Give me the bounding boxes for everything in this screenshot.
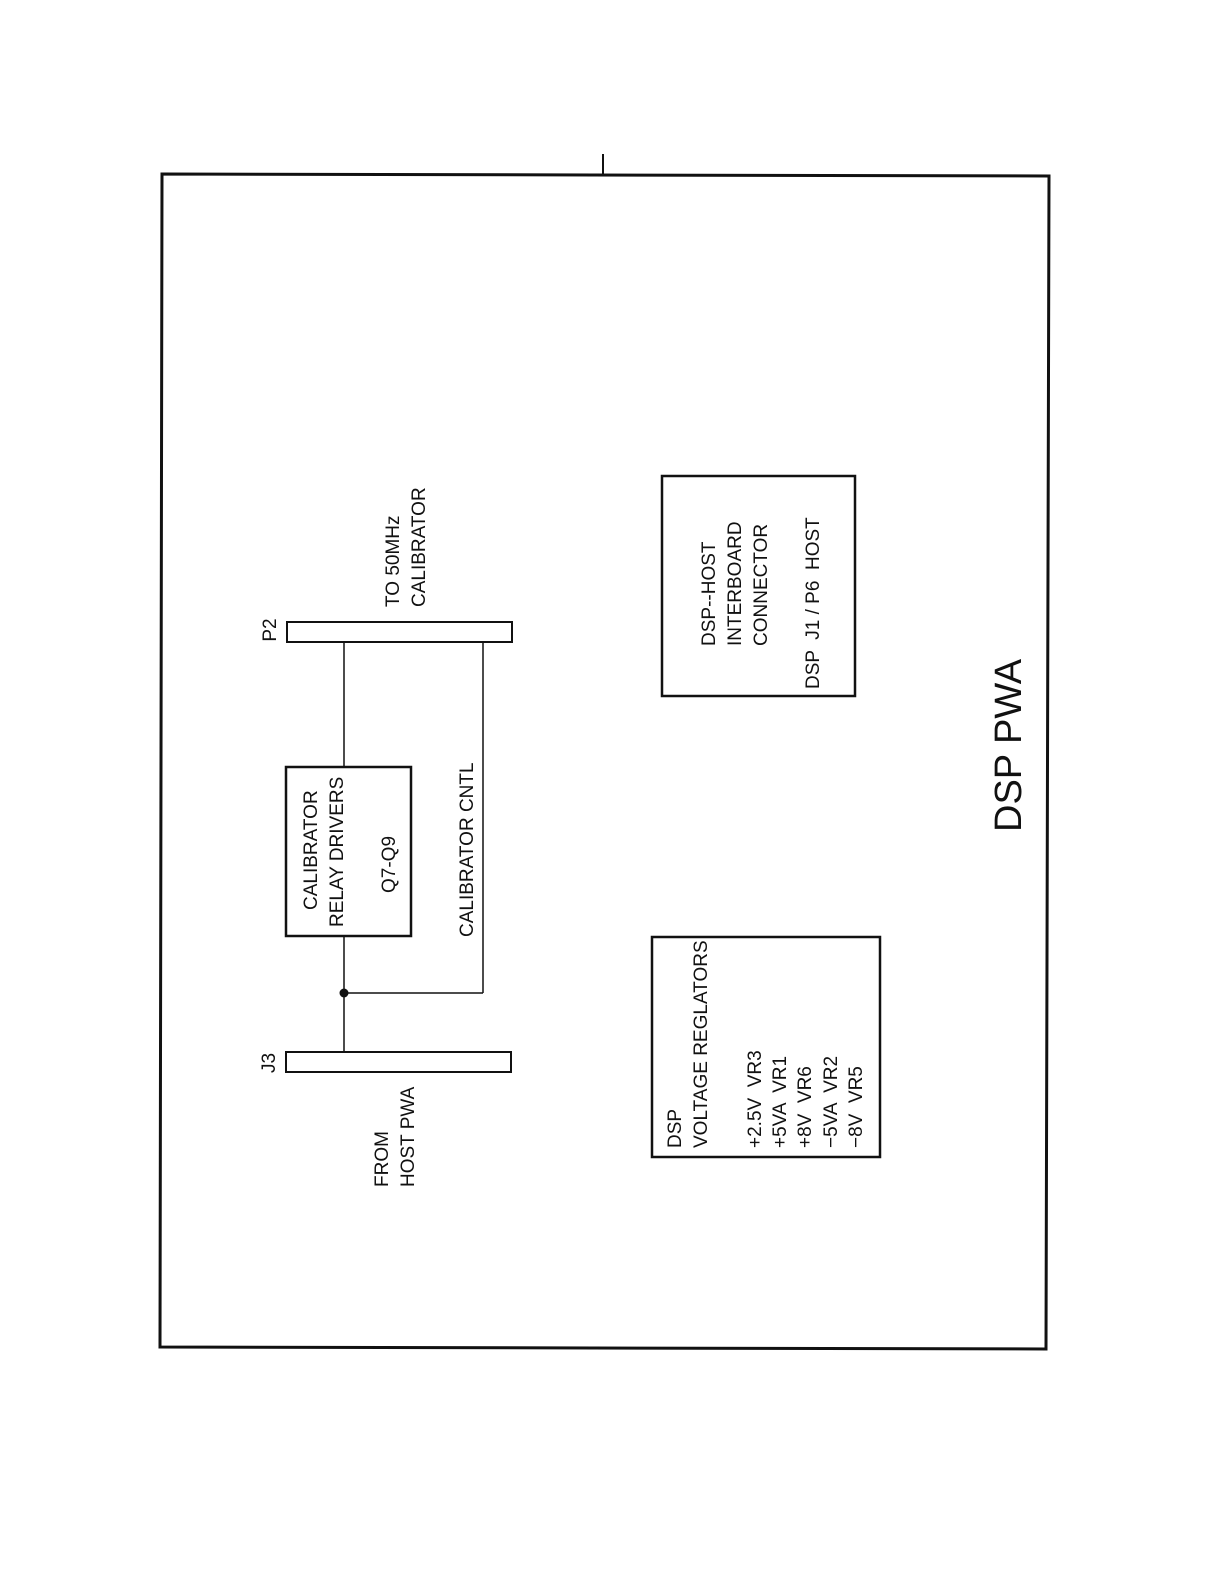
p2-note-line1: TO 50MHz [383, 515, 404, 607]
regulators-line2: VOLTAGE REGLATORS [691, 940, 712, 1148]
regulator-item: −5VA VR2 [821, 1056, 842, 1148]
interboard-line1: DSP--HOST [699, 541, 720, 646]
j3-note-line1: FROM [372, 1131, 393, 1187]
junction-dot [340, 989, 349, 998]
connector-j3 [286, 1052, 511, 1072]
calibrator-cntl-label: CALIBRATOR CNTL [457, 762, 478, 937]
j3-note-line2: HOST PWA [398, 1086, 419, 1187]
relay-line3: Q7-Q9 [379, 836, 400, 893]
connector-p2 [287, 622, 512, 642]
interboard-line4: DSP J1 / P6 HOST [803, 517, 824, 689]
regulator-item: +2.5V VR3 [745, 1050, 766, 1148]
board-outline [160, 174, 1049, 1349]
regulator-item: −8V VR5 [846, 1066, 867, 1148]
board-title: DSP PWA [988, 658, 1030, 832]
relay-line2: RELAY DRIVERS [327, 777, 348, 927]
regulator-item: +8V VR6 [795, 1066, 816, 1148]
regulators-line1: DSP [665, 1109, 686, 1148]
p2-label: P2 [260, 618, 281, 641]
interboard-line2: INTERBOARD [725, 521, 746, 646]
p2-note-line2: CALIBRATOR [409, 487, 430, 607]
j3-label: J3 [259, 1053, 280, 1073]
interboard-line3: CONNECTOR [751, 524, 772, 646]
relay-line1: CALIBRATOR [301, 790, 322, 910]
regulator-item: +5VA VR1 [770, 1056, 791, 1148]
